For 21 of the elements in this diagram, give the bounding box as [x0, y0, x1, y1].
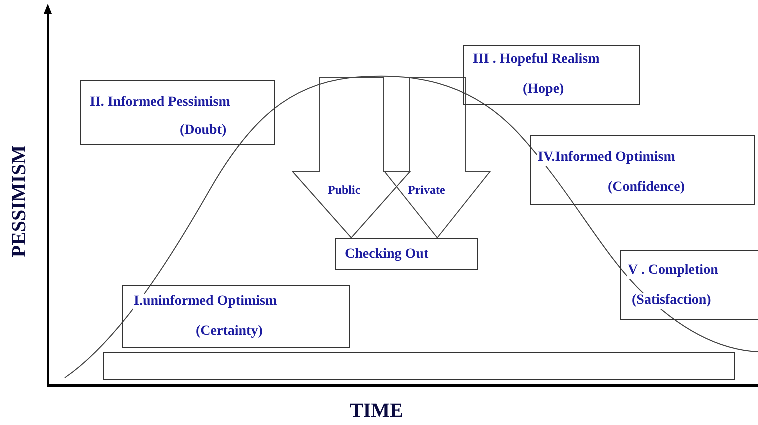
stage-subtitle: (Doubt): [179, 123, 228, 139]
block-arrow: [384, 78, 492, 239]
stage-box: [335, 238, 478, 270]
stage-subtitle: (Satisfaction): [631, 293, 712, 309]
stage-title: IV.Informed Optimism: [537, 150, 676, 166]
stage-box: [80, 80, 275, 145]
stage-box: [122, 285, 350, 348]
empty-bar: [103, 352, 735, 380]
stage-title: III . Hopeful Realism: [472, 52, 601, 68]
block-arrow: [292, 78, 412, 239]
stage-title: V . Completion: [627, 263, 720, 279]
stage-box: [463, 45, 640, 105]
stage-title: I.uninformed Optimism: [133, 294, 278, 310]
box-label: Checking Out: [344, 247, 430, 263]
stage-box: [620, 250, 758, 320]
axis-label: TIME: [350, 400, 404, 423]
stage-subtitle: (Confidence): [607, 180, 686, 196]
stage-box: [530, 135, 755, 205]
stage-subtitle: (Certainty): [195, 324, 264, 340]
axis-label: PESSIMISM: [8, 144, 32, 260]
stage-subtitle: (Hope): [522, 82, 566, 98]
